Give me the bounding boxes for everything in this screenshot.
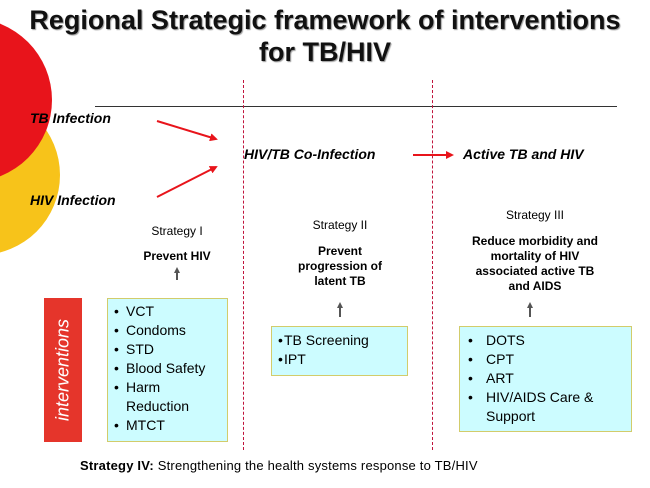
strategy-3-goal-line: Reduce morbidity and	[471, 234, 599, 248]
interventions-label: interventions	[52, 318, 73, 422]
strategy-3-goal-line: associated active TB	[475, 264, 595, 278]
decorative-circles	[0, 23, 60, 253]
strategy-4-text: Strengthening the health systems respons…	[157, 458, 478, 473]
tb-to-coinfection-arrow	[156, 120, 218, 142]
strategy-3-goal: Reduce morbidity and mortality of HIV as…	[450, 234, 620, 294]
strategy-3-arrow-stem	[529, 308, 531, 317]
tb-infection-label: TB Infection	[30, 110, 111, 126]
strategy-2-arrow-icon	[337, 302, 343, 308]
strategy-2-label: Strategy II	[312, 218, 368, 232]
list-item: STD	[112, 340, 223, 359]
list-item: TB Screening	[276, 331, 403, 350]
strategy-4-label: Strategy IV:	[80, 458, 154, 473]
dashed-divider-2	[432, 80, 433, 450]
list-item: VCT	[112, 302, 223, 321]
strategy-2-goal-line: latent TB	[314, 274, 366, 288]
strategy-1-arrow-icon	[174, 267, 180, 273]
dashed-divider-1	[243, 80, 244, 450]
list-item: HIV/AIDS Care & Support	[466, 388, 625, 426]
decorative-red-circle	[0, 23, 52, 177]
strategy-3-label: Strategy III	[505, 208, 565, 222]
list-item: Condoms	[112, 321, 223, 340]
strategy-3-goal-line: mortality of HIV	[490, 249, 580, 263]
list-item: Harm Reduction	[112, 378, 223, 416]
strategy-3-interventions-box: DOTS CPT ART HIV/AIDS Care & Support	[459, 326, 632, 432]
list-item: DOTS	[466, 331, 625, 350]
strategy-1-goal: Prevent HIV	[117, 249, 237, 264]
strategy-1-label: Strategy I	[151, 224, 203, 238]
strategy-2-goal-line: Prevent	[317, 244, 363, 258]
strategy-1-interventions-box: VCT Condoms STD Blood Safety Harm Reduct…	[107, 298, 228, 442]
strategy-3-arrow-icon	[527, 302, 533, 308]
strategy-2-goal-line: progression of	[297, 259, 382, 273]
strategy-2-arrow-stem	[339, 308, 341, 317]
divider-line	[95, 106, 617, 107]
list-item: ART	[466, 369, 625, 388]
strategy-2-goal: Prevent progression of latent TB	[270, 244, 410, 289]
title-line-1: Regional Strategic framework of interven…	[29, 5, 621, 35]
strategy-2-interventions-box: TB Screening IPT	[271, 326, 408, 376]
interventions-banner: interventions	[44, 298, 82, 442]
strategy-4-footer: Strategy IV: Strengthening the health sy…	[80, 458, 478, 473]
list-item: MTCT	[112, 416, 223, 435]
list-item: CPT	[466, 350, 625, 369]
strategy-3-goal-line: and AIDS	[508, 279, 562, 293]
hiv-to-coinfection-arrow	[156, 166, 218, 198]
active-tb-hiv-label: Active TB and HIV	[463, 146, 584, 162]
hiv-infection-label: HIV Infection	[30, 192, 116, 208]
slide-title: Regional Strategic framework of interven…	[0, 4, 650, 68]
coinfection-label: HIV/TB Co-Infection	[244, 146, 376, 162]
list-item: Blood Safety	[112, 359, 223, 378]
list-item: IPT	[276, 350, 403, 369]
flow-arrows	[156, 120, 454, 198]
title-line-2: for TB/HIV	[259, 37, 391, 67]
strategy-1-goal-line: Prevent HIV	[143, 249, 211, 263]
strategy-1-arrow-stem	[176, 273, 178, 280]
